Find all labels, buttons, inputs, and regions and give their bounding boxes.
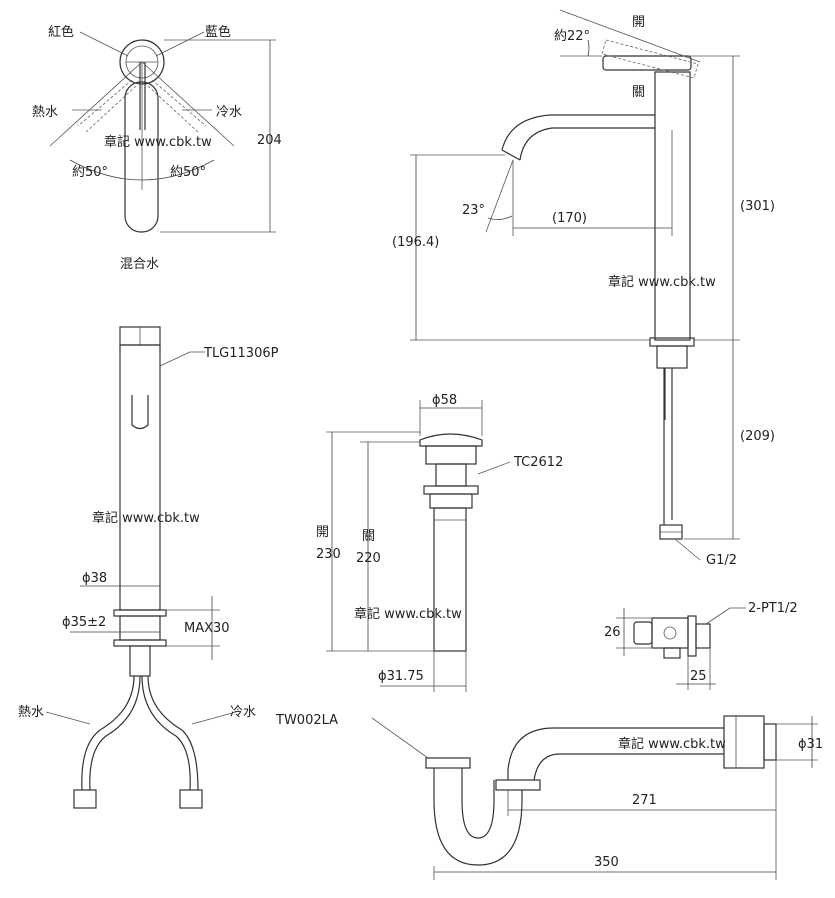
- top-view-lever: [49, 31, 276, 233]
- label-cold-top: 冷水: [216, 105, 242, 120]
- label-angle-left: 約50°: [72, 165, 108, 180]
- label-hot-hose: 熱水: [18, 705, 44, 720]
- faucet-front-view: [45, 326, 237, 809]
- dim-204: 204: [257, 133, 282, 148]
- label-hot-top: 熱水: [32, 105, 58, 120]
- watermark-4: 章記 www.cbk.tw: [354, 606, 462, 622]
- dim-220: 220: [356, 551, 381, 566]
- watermark-2: 章記 www.cbk.tw: [608, 274, 716, 290]
- label-model-valve: 2-PT1/2: [748, 601, 798, 616]
- pop-up-drain: [326, 400, 511, 692]
- angle-valve: [616, 607, 746, 690]
- watermark-1: 章記 www.cbk.tw: [104, 134, 212, 150]
- label-open-handle: 開: [632, 15, 645, 30]
- p-trap: [371, 715, 818, 880]
- label-blue: 藍色: [205, 24, 231, 40]
- label-angle-23: 23°: [462, 203, 485, 218]
- dim-26: 26: [604, 625, 621, 640]
- label-close-handle: 關: [632, 85, 645, 100]
- label-model-faucet: TLG11306P: [203, 346, 279, 361]
- watermark-3: 章記 www.cbk.tw: [92, 510, 200, 526]
- label-g12: G1/2: [706, 553, 737, 568]
- label-drain-close: 關: [362, 529, 375, 544]
- label-angle-right: 約50°: [170, 165, 206, 180]
- dim-phi35: ϕ35±2: [62, 615, 106, 630]
- dim-phi31: ϕ31: [798, 737, 823, 752]
- dim-230: 230: [316, 547, 341, 562]
- dim-196-4: (196.4): [392, 235, 439, 250]
- watermark-5: 章記 www.cbk.tw: [618, 736, 726, 752]
- faucet-elevation: [410, 9, 740, 561]
- label-angle-22: 約22°: [554, 29, 590, 44]
- dim-phi58: ϕ58: [432, 393, 457, 408]
- dim-170: (170): [552, 211, 587, 226]
- label-cold-hose: 冷水: [230, 705, 256, 720]
- dim-25: 25: [690, 669, 707, 684]
- dim-350: 350: [594, 855, 619, 870]
- dim-max30: MAX30: [184, 621, 230, 636]
- label-model-ptrap: TW002LA: [275, 713, 338, 728]
- label-model-drain: TC2612: [513, 455, 563, 470]
- dim-phi38: ϕ38: [82, 571, 107, 586]
- label-red: 紅色: [48, 24, 74, 40]
- dim-271: 271: [632, 793, 657, 808]
- dim-301: (301): [740, 199, 775, 214]
- dim-209: (209): [740, 429, 775, 444]
- dim-phi31-75: ϕ31.75: [378, 669, 424, 684]
- label-mixed: 混合水: [120, 257, 159, 272]
- label-drain-open: 開: [316, 525, 329, 540]
